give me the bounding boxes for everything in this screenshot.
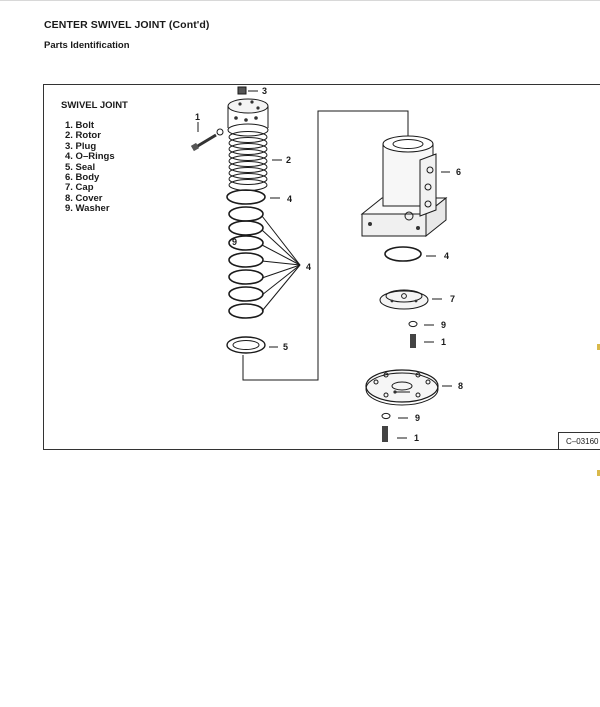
cover-fasteners: 9 1 <box>381 412 420 443</box>
bolt-left-part: 1 <box>190 112 224 152</box>
legend-item-seal: 5. Seal <box>65 161 96 173</box>
callout-bolt-cap: 1 <box>441 337 446 347</box>
legend-item-plug: 3. Plug <box>65 140 97 152</box>
o-ring-top-part: 4 <box>226 189 292 205</box>
section-subtitle: Parts Identification <box>44 40 130 51</box>
figure-code: C–03160 <box>558 432 600 450</box>
legend-title: SWIVEL JOINT <box>61 100 128 111</box>
callout-cover: 8 <box>458 381 463 391</box>
seal-part: 5 <box>226 336 288 354</box>
callout-plug: 3 <box>262 86 267 96</box>
callout-o-ring-body: 4 <box>444 251 449 261</box>
callout-o-rings-group: 4 <box>306 262 311 272</box>
rotor-part: 2 <box>227 98 291 191</box>
callout-rotor: 2 <box>286 155 291 165</box>
callout-seal: 5 <box>283 342 288 352</box>
legend-item-body: 6. Body <box>65 172 100 184</box>
legend-item-washer: 9. Washer <box>65 203 110 215</box>
o-rings-stack: 9 4 <box>228 206 311 319</box>
callout-washer-rotor: 9 <box>232 237 237 247</box>
legend-item-rotor: 2. Rotor <box>65 130 101 142</box>
legend-item-cap: 7. Cap <box>65 182 94 194</box>
callout-o-ring-top: 4 <box>287 194 292 204</box>
callout-bolt-cover: 1 <box>414 433 419 443</box>
legend-item-cover: 8. Cover <box>65 192 103 204</box>
o-ring-body-part: 4 <box>384 246 449 262</box>
callout-cap: 7 <box>450 294 455 304</box>
parts-legend: 1. Bolt 2. Rotor 3. Plug 4. O–Rings 5. S… <box>65 120 115 215</box>
top-border-line <box>0 0 600 1</box>
body-part: 6 <box>360 135 461 238</box>
plug-part: 3 <box>237 86 267 96</box>
legend-item-bolt: 1. Bolt <box>65 120 95 131</box>
assembly-connection-line <box>242 110 409 381</box>
figure-frame <box>43 84 600 450</box>
page-title: CENTER SWIVEL JOINT (Cont'd) <box>44 19 210 31</box>
cap-fasteners: 9 1 <box>408 320 446 348</box>
legend-item-o-rings: 4. O–Rings <box>65 151 115 163</box>
callout-washer-cap: 9 <box>441 320 446 330</box>
callout-body: 6 <box>456 167 461 177</box>
margin-mark <box>597 470 600 476</box>
callout-washer-cover: 9 <box>415 413 420 423</box>
callout-bolt-left: 1 <box>195 112 200 122</box>
cover-part: 8 <box>365 369 463 406</box>
margin-mark <box>597 344 600 350</box>
cap-part: 7 <box>379 289 455 310</box>
